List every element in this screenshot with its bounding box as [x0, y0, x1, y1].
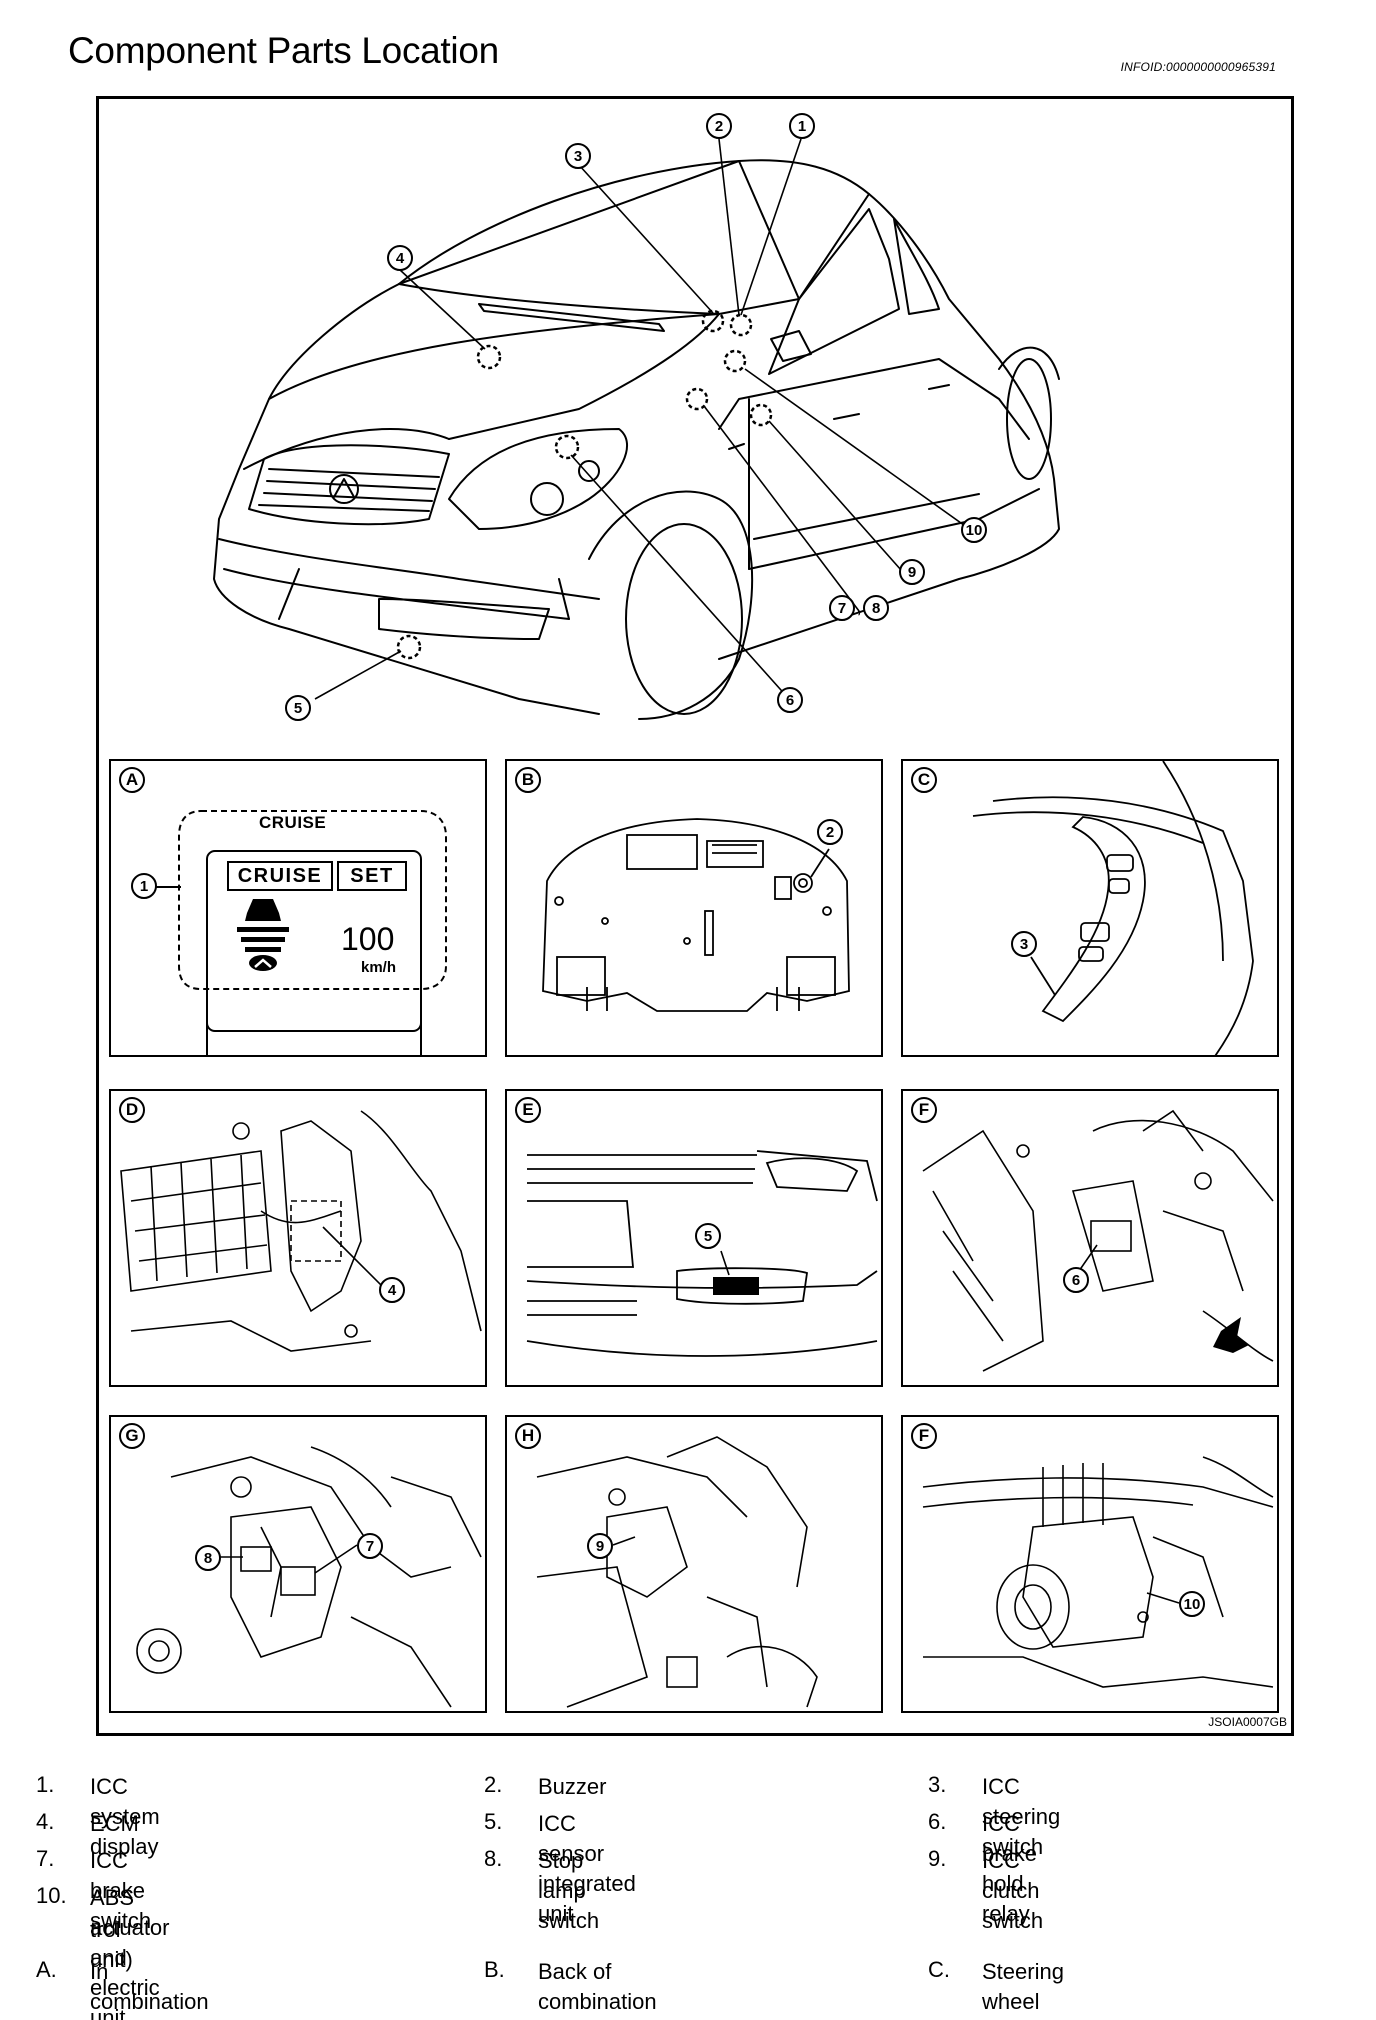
panel-letter-h: H	[515, 1423, 541, 1449]
legend-row: 7.ICC brake switch 8.Stop lamp switch 9.…	[36, 1846, 1044, 1933]
panel-f-callout-6: 6	[1063, 1267, 1089, 1293]
panel-d-ecm: D 4	[109, 1089, 487, 1387]
panel-d-callout-4: 4	[379, 1277, 405, 1303]
panel-f-abs-actuator: F 10	[901, 1415, 1279, 1713]
panel-letter-a: A	[119, 767, 145, 793]
panel-g-callout-8: 8	[195, 1545, 221, 1571]
overview-callout-10: 10	[961, 517, 987, 543]
panel-f2-callout-10: 10	[1179, 1591, 1205, 1617]
overview-callout-7-8: 7 , 8	[829, 595, 890, 621]
panel-a-combination-meter: A CRUISE CRUISE SET 100 km/h 1	[109, 759, 487, 1057]
front-bumper-illustration	[526, 1150, 878, 1357]
abs-actuator-illustration	[922, 1456, 1274, 1688]
icc-caption: CRUISE	[259, 813, 327, 832]
overview-callout-7: 7	[829, 595, 855, 621]
legend: 1.ICC system display 2.Buzzer 3.ICC stee…	[36, 1772, 1356, 2020]
panel-a-callout-1: 1	[131, 873, 157, 899]
overview-callout-1: 1	[789, 113, 815, 139]
legend-row: A.In combination meter B.Back of combina…	[36, 1957, 1064, 2020]
icc-set-indicator: SET	[337, 861, 407, 891]
panel-letter-e: E	[515, 1097, 541, 1123]
overview-callout-3: 3	[565, 143, 591, 169]
panel-g-brake-switch: G 8 7	[109, 1415, 487, 1713]
panel-letter-f: F	[911, 1097, 937, 1123]
overview-callout-6: 6	[777, 687, 803, 713]
panel-letter-d: D	[119, 1097, 145, 1123]
icc-speed-value: 100	[341, 921, 395, 957]
panel-c-steering-wheel-rh: C 3	[901, 759, 1279, 1057]
info-id: INFOID:0000000000965391	[1120, 60, 1276, 74]
panel-letter-c: C	[911, 767, 937, 793]
legend-row: 1.ICC system display 2.Buzzer 3.ICC stee…	[36, 1772, 1061, 1859]
panel-c-callout-3: 3	[1011, 931, 1037, 957]
figure-frame: 1 2 3 4 5 6 7 , 8 9 10 A	[96, 96, 1294, 1736]
overview-callout-9: 9	[899, 559, 925, 585]
overview-callout-4: 4	[387, 245, 413, 271]
ecm-location-illustration	[120, 1110, 482, 1352]
meter-back-illustration	[542, 818, 850, 1012]
panel-letter-g: G	[119, 1423, 145, 1449]
panel-g-callout-7: 7	[357, 1533, 383, 1559]
panel-b-callout-2: 2	[817, 819, 843, 845]
panel-e-icc-sensor: E 5	[505, 1089, 883, 1387]
clutch-switch-illustration	[536, 1436, 818, 1708]
legend-row: 10. ABS actuator and electric unit (con-…	[36, 1883, 170, 2020]
legend-row: 4.ECM 5.ICC sensor integrated unit 6.ICC…	[36, 1809, 1038, 1926]
steering-wheel-illustration	[972, 761, 1254, 1055]
panel-letter-f2: F	[911, 1423, 937, 1449]
overview-callout-5: 5	[285, 695, 311, 721]
icc-cruise-indicator: CRUISE	[227, 861, 333, 891]
pedal-switch-illustration	[136, 1446, 482, 1708]
panel-h-callout-9: 9	[587, 1533, 613, 1559]
relay-location-illustration	[922, 1109, 1274, 1372]
car-overview-illustration	[213, 138, 1060, 720]
panel-letter-b: B	[515, 767, 541, 793]
callout-separator: ,	[857, 599, 862, 617]
figure-code: JSOIA0007GB	[1208, 1715, 1287, 1729]
panel-b-back-of-combination-meter: B 2	[505, 759, 883, 1057]
page-title: Component Parts Location	[68, 30, 499, 71]
overview-callout-2: 2	[706, 113, 732, 139]
overview-callout-8: 8	[863, 595, 890, 621]
panel-f-icc-brake-hold-relay: F 6	[901, 1089, 1279, 1387]
icc-display-illustration	[155, 810, 447, 1055]
panel-e-callout-5: 5	[695, 1223, 721, 1249]
icc-speed-unit: km/h	[361, 959, 397, 976]
panel-h-clutch-switch: H 9	[505, 1415, 883, 1713]
